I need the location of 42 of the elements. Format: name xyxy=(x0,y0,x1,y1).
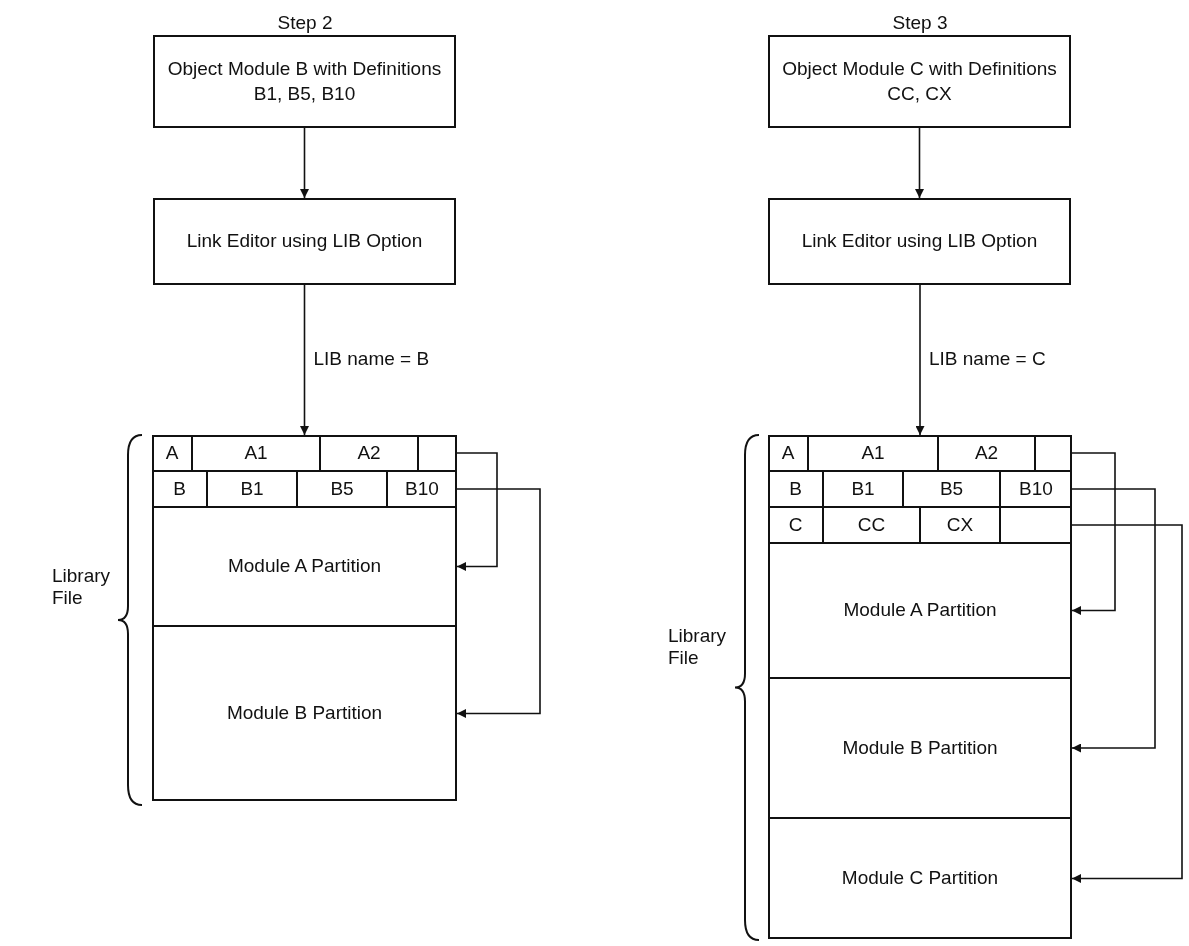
side-label: Library File xyxy=(52,565,112,609)
table-cell xyxy=(1000,507,1072,543)
table-cell xyxy=(1035,435,1072,471)
table-cell: B1 xyxy=(823,471,903,507)
table-cell: A2 xyxy=(320,435,418,471)
table-cell: B xyxy=(768,471,823,507)
process-box: Object Module C with Definitions CC, CX xyxy=(768,35,1071,128)
partition-box: Module B Partition xyxy=(768,678,1072,818)
process-box: Link Editor using LIB Option xyxy=(768,198,1071,285)
step-heading: Step 3 xyxy=(891,12,949,34)
table-cell: B xyxy=(152,471,207,507)
table-cell: B1 xyxy=(207,471,297,507)
table-cell: B5 xyxy=(903,471,1000,507)
table-cell: B10 xyxy=(387,471,457,507)
arrow xyxy=(456,452,498,571)
table-cell: B5 xyxy=(297,471,387,507)
arrow xyxy=(1071,524,1183,883)
library-file-box xyxy=(768,435,1072,939)
process-box: Link Editor using LIB Option xyxy=(153,198,456,285)
arrow xyxy=(456,488,541,718)
process-box: Object Module B with Definitions B1, B5, B10 xyxy=(153,35,456,128)
side-label: Library File xyxy=(668,625,728,669)
table-cell: A1 xyxy=(808,435,938,471)
table-cell: A xyxy=(768,435,808,471)
table-cell: CX xyxy=(920,507,1000,543)
table-cell: A1 xyxy=(192,435,320,471)
arrow xyxy=(915,284,925,436)
arrow xyxy=(300,284,309,436)
partition-box: Module A Partition xyxy=(768,543,1072,678)
arrow xyxy=(300,127,309,199)
table-cell xyxy=(418,435,457,471)
step-heading: Step 2 xyxy=(276,12,334,34)
arrow xyxy=(1071,452,1116,615)
table-cell: A2 xyxy=(938,435,1035,471)
arrow xyxy=(1071,488,1156,753)
table-cell: C xyxy=(768,507,823,543)
partition-box: Module A Partition xyxy=(152,507,457,626)
arrow xyxy=(915,127,924,199)
library-file-box xyxy=(152,435,457,801)
table-cell: B10 xyxy=(1000,471,1072,507)
table-cell: A xyxy=(152,435,192,471)
table-cell: CC xyxy=(823,507,920,543)
